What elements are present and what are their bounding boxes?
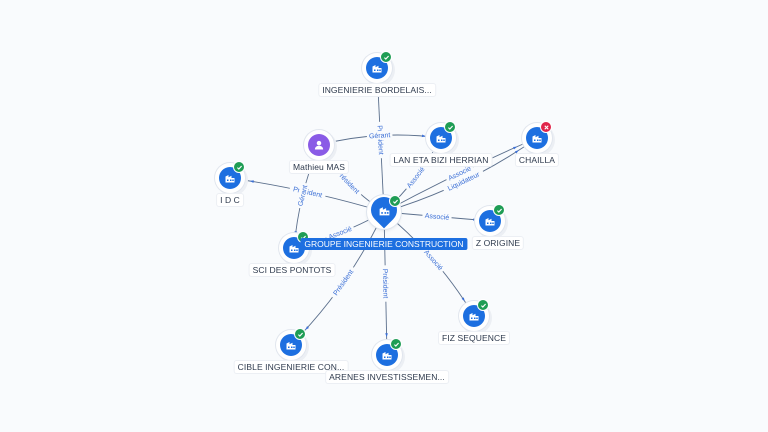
edge-center-chailla: Associé bbox=[383, 137, 538, 213]
node-lan-eta-bizi-herrian[interactable] bbox=[426, 121, 456, 153]
active-status-icon bbox=[493, 204, 505, 216]
active-status-icon bbox=[294, 328, 306, 340]
arrowhead-icon bbox=[461, 297, 465, 302]
node-cible-ingenierie[interactable] bbox=[276, 328, 306, 360]
company-icon bbox=[463, 305, 485, 327]
node-chailla[interactable] bbox=[522, 121, 552, 153]
edge-center-arenes-investissement: Président bbox=[381, 211, 391, 356]
node-z-origine[interactable] bbox=[475, 204, 505, 236]
node-mathieu-mas[interactable] bbox=[304, 130, 334, 160]
edge-label: Gérant bbox=[369, 132, 391, 140]
node-label[interactable]: I D C bbox=[217, 194, 243, 206]
arrowhead-icon bbox=[514, 150, 519, 154]
node-fiz-sequence[interactable] bbox=[459, 299, 489, 331]
active-status-icon bbox=[390, 338, 402, 350]
edge-label: Gérant bbox=[297, 184, 309, 207]
node-label[interactable]: LAN ETA BIZI HERRIAN bbox=[390, 154, 492, 166]
edge-label: Président bbox=[335, 169, 361, 195]
edge-label: Associé bbox=[424, 213, 449, 222]
node-label[interactable]: INGENIERIE BORDELAIS... bbox=[319, 84, 435, 96]
active-status-icon bbox=[477, 299, 489, 311]
center-node-label[interactable]: GROUPE INGENIERIE CONSTRUCTION bbox=[300, 238, 468, 250]
active-status-icon bbox=[389, 195, 401, 207]
active-status-icon bbox=[444, 121, 456, 133]
center-node[interactable] bbox=[365, 191, 403, 229]
node-idc[interactable] bbox=[215, 161, 245, 193]
node-label[interactable]: Z ORIGINE bbox=[472, 237, 524, 249]
node-arenes-investissement[interactable] bbox=[372, 338, 402, 370]
edge-label-bg bbox=[441, 167, 485, 194]
edge-label: Associé bbox=[422, 249, 443, 272]
node-label[interactable]: CHAILLA bbox=[515, 154, 559, 166]
edge-label-bg bbox=[421, 246, 447, 274]
edge-label-bg bbox=[403, 163, 428, 192]
active-status-icon bbox=[380, 51, 392, 63]
edge-label: Président bbox=[333, 269, 356, 297]
active-status-icon bbox=[233, 161, 245, 173]
company-icon bbox=[366, 57, 388, 79]
node-label[interactable]: CIBLE INGENIERIE CON... bbox=[234, 361, 348, 373]
closed-status-icon bbox=[540, 121, 552, 133]
company-icon bbox=[479, 210, 501, 232]
company-icon bbox=[219, 167, 241, 189]
edge-label-bg bbox=[295, 182, 310, 209]
edge-label-bg bbox=[381, 265, 391, 302]
arrowhead-icon bbox=[249, 180, 254, 183]
node-label[interactable]: Mathieu MAS bbox=[289, 161, 349, 173]
node-label[interactable]: SCI DES PONTOTS bbox=[249, 264, 335, 276]
node-label[interactable]: ARENES INVESTISSEMEN... bbox=[326, 371, 448, 383]
person-icon bbox=[308, 134, 330, 156]
node-ingenierie-bordelais[interactable] bbox=[362, 51, 392, 83]
company-icon bbox=[371, 197, 397, 223]
edge-label-bg bbox=[422, 210, 452, 222]
edge-label: Président bbox=[375, 125, 383, 155]
company-icon bbox=[430, 127, 452, 149]
arrowhead-icon bbox=[421, 134, 426, 138]
arrowhead-icon bbox=[385, 333, 388, 338]
edge-label-bg bbox=[366, 130, 393, 140]
arrowhead-icon bbox=[305, 326, 309, 330]
edge-label-bg bbox=[444, 162, 475, 183]
edge-label-bg bbox=[324, 223, 355, 242]
edge-label: Président bbox=[381, 269, 389, 299]
company-icon bbox=[526, 127, 548, 149]
company-icon bbox=[280, 334, 302, 356]
node-label[interactable]: FIZ SEQUENCE bbox=[438, 332, 510, 344]
company-icon bbox=[376, 344, 398, 366]
company-icon bbox=[283, 237, 305, 259]
edge-label-bg bbox=[329, 265, 357, 300]
edge-label-bg bbox=[289, 183, 327, 200]
arrowhead-icon bbox=[513, 146, 518, 150]
edge-label-bg bbox=[332, 165, 364, 198]
